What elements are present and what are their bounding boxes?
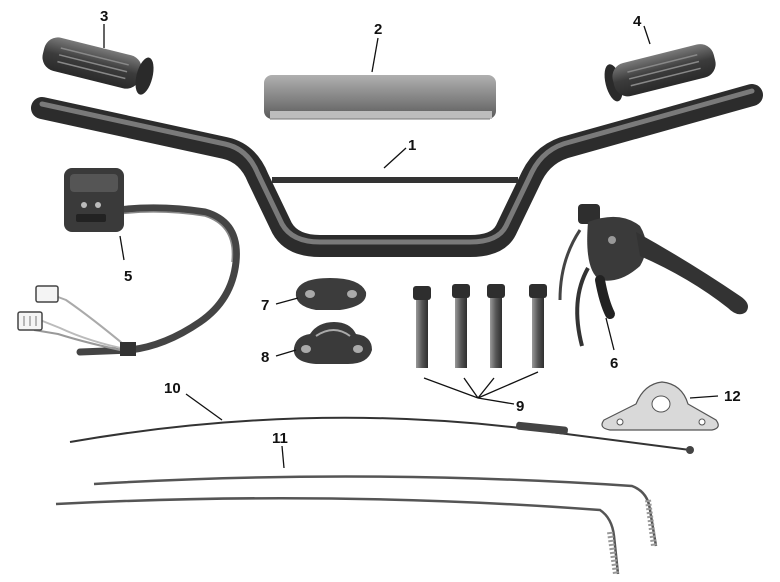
callout-6: 6 (610, 355, 618, 372)
callout-9: 9 (516, 398, 524, 415)
lower-clamp (293, 322, 372, 364)
bolt (529, 284, 547, 368)
bolt (452, 284, 470, 368)
callout-11: 11 (272, 430, 288, 447)
callout-7: 7 (261, 297, 269, 314)
callout-10: 10 (164, 380, 181, 397)
cable-bracket (601, 381, 719, 431)
bolt (413, 286, 431, 368)
bolt (487, 284, 505, 368)
callout-labels: 1 2 3 4 5 6 7 8 9 10 11 12 (100, 8, 741, 447)
callout-3: 3 (100, 8, 108, 25)
brake-cable-lower (55, 496, 620, 575)
callout-2: 2 (374, 21, 382, 38)
callout-1: 1 (408, 137, 416, 154)
left-grip (42, 37, 154, 95)
callout-4: 4 (633, 13, 642, 30)
bolts (413, 284, 547, 368)
switch-assembly (17, 168, 240, 356)
brake-lever-assembly (558, 204, 748, 347)
right-grip (604, 44, 716, 102)
brake-cable-upper (93, 475, 658, 547)
leader-lines (103, 24, 719, 469)
handlebar (31, 84, 763, 257)
callout-5: 5 (124, 268, 132, 285)
upper-clamp (295, 278, 367, 310)
callout-12: 12 (724, 388, 741, 405)
throttle-cable (69, 416, 694, 454)
callout-8: 8 (261, 349, 269, 366)
handlebar-pad (264, 75, 496, 120)
